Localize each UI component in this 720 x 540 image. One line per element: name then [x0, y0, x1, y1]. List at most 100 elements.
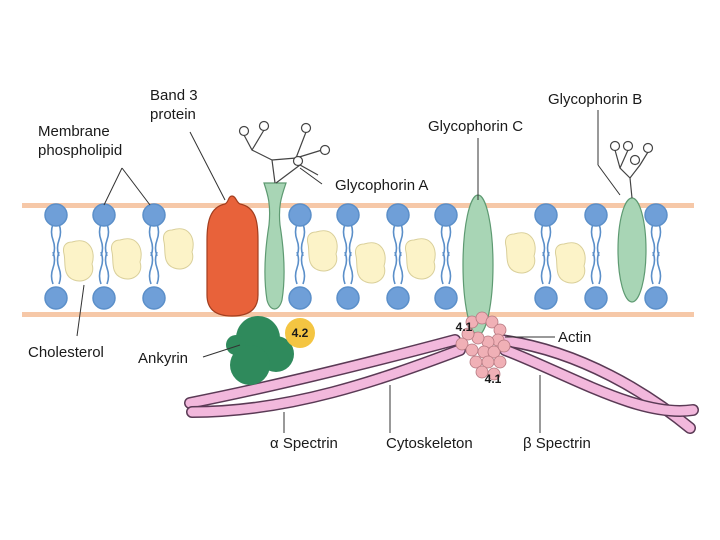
- phospholipid-head: [534, 286, 558, 310]
- glycophorin-b: [617, 197, 647, 303]
- phospholipid-head: [336, 286, 360, 310]
- phospholipid-tail: [392, 223, 398, 257]
- actin-bead: [497, 339, 511, 353]
- phospholipid-tail: [590, 251, 596, 285]
- cholesterol-molecule: [505, 232, 536, 274]
- phospholipid-tail: [154, 223, 160, 257]
- ankyrin-label: Ankyrin: [138, 350, 188, 367]
- phospholipid-tail: [440, 223, 446, 257]
- phospholipid-tail: [590, 223, 596, 257]
- cholesterol-molecule: [307, 230, 338, 272]
- phospholipid-head: [584, 286, 608, 310]
- phospholipid-tail: [440, 251, 446, 285]
- phospholipid-head: [386, 203, 410, 227]
- phospholipid-head: [386, 286, 410, 310]
- glycophorin-a-glycans: [238, 120, 331, 184]
- phospholipid-tail: [148, 223, 154, 257]
- phospholipid-tail: [656, 251, 662, 285]
- phospholipid-head: [44, 286, 68, 310]
- phospholipid-tail: [294, 251, 300, 285]
- glycophorin-b-label: Glycophorin B: [548, 91, 642, 108]
- protein-4-2: [285, 318, 315, 348]
- phospholipid-tail: [300, 251, 306, 285]
- phospholipid-head: [584, 203, 608, 227]
- band3-protein: [206, 195, 259, 317]
- alpha-spectrin-label: α Spectrin: [270, 435, 338, 452]
- leader-lines: [76, 110, 621, 433]
- phospholipid-tail: [104, 251, 110, 285]
- beta-spectrin-label: β Spectrin: [523, 435, 591, 452]
- protein-4-1-bottom-label: 4.1: [485, 372, 502, 386]
- phospholipid-tail: [56, 251, 62, 285]
- cholesterol-molecule: [111, 238, 142, 280]
- phospholipid-head: [288, 203, 312, 227]
- phospholipid-tail: [56, 223, 62, 257]
- actin-bead: [487, 345, 501, 359]
- phospholipid-tail: [98, 251, 104, 285]
- phospholipid-head: [44, 203, 68, 227]
- cholesterol-molecule: [555, 242, 586, 284]
- actin-cluster: [455, 311, 511, 381]
- glycophorin-a-label: Glycophorin A: [335, 177, 428, 194]
- glycophorin-a: [263, 182, 287, 310]
- actin-bead: [485, 315, 499, 329]
- beta-spectrin-strand-2: [500, 345, 698, 416]
- membrane-phospholipid-label: Membrane phospholipid: [38, 123, 122, 159]
- cholesterol-molecule: [163, 228, 194, 270]
- phospholipid-tail: [50, 251, 56, 285]
- phospholipid-tail: [300, 223, 306, 257]
- actin-bead: [487, 367, 501, 381]
- phospholipid-head: [92, 286, 116, 310]
- phospholipid-tail: [398, 251, 404, 285]
- phospholipid-head: [534, 203, 558, 227]
- phospholipid-head: [644, 203, 668, 227]
- actin-bead: [455, 337, 469, 351]
- phospholipid-tail: [392, 251, 398, 285]
- phospholipid-head: [92, 203, 116, 227]
- phospholipid-head: [644, 286, 668, 310]
- phospholipid-tail: [596, 223, 602, 257]
- actin-bead: [461, 327, 475, 341]
- phospholipid-tail: [50, 223, 56, 257]
- cholesterol-molecule: [405, 238, 436, 280]
- phospholipid-tail: [342, 223, 348, 257]
- actin-bead: [493, 355, 507, 369]
- phospholipid-tail: [446, 223, 452, 257]
- phospholipid-tail: [148, 251, 154, 285]
- glycophorin-b-glycans: [609, 140, 654, 199]
- cholesterol-molecule: [355, 242, 386, 284]
- phospholipid-head: [142, 286, 166, 310]
- spectrin-network: [184, 334, 699, 434]
- phospholipid-tail: [154, 251, 160, 285]
- phospholipid-tail: [104, 223, 110, 257]
- cholesterol-label: Cholesterol: [28, 344, 104, 361]
- phospholipid-tail: [656, 223, 662, 257]
- phospholipid-head: [434, 203, 458, 227]
- phospholipid-head: [434, 286, 458, 310]
- phospholipid-tail: [546, 251, 552, 285]
- cholesterol-group: [63, 228, 586, 284]
- ankyrin: [226, 316, 294, 385]
- lipid-bilayer: [44, 203, 668, 310]
- cholesterol-molecule: [63, 240, 94, 282]
- phospholipid-tail: [546, 223, 552, 257]
- membrane-outer-band: [22, 203, 694, 208]
- cytoskeleton-label: Cytoskeleton: [386, 435, 473, 452]
- phospholipid-tail: [98, 223, 104, 257]
- phospholipid-tail: [348, 223, 354, 257]
- phospholipid-tail: [294, 223, 300, 257]
- membrane-inner-band: [22, 312, 694, 317]
- protein-4-2-label: 4.2: [292, 326, 309, 340]
- phospholipid-tail: [650, 251, 656, 285]
- actin-bead: [465, 343, 479, 357]
- phospholipid-tail: [348, 251, 354, 285]
- alpha-spectrin-strand-2: [187, 345, 465, 417]
- phospholipid-head: [288, 286, 312, 310]
- glycophorin-c-label: Glycophorin C: [428, 118, 523, 135]
- phospholipid-tail: [342, 251, 348, 285]
- protein-4-1-top-label: 4.1: [456, 320, 473, 334]
- phospholipid-tail: [540, 251, 546, 285]
- phospholipid-head: [142, 203, 166, 227]
- phospholipid-tail: [540, 223, 546, 257]
